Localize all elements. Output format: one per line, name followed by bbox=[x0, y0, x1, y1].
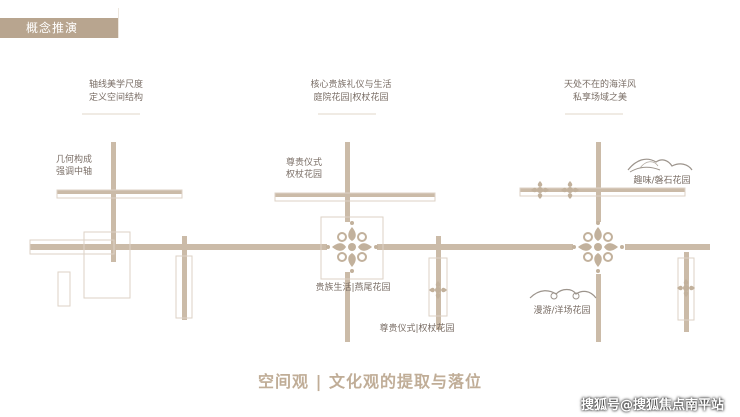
column-3-heading-line2: 私享场域之美 bbox=[572, 93, 627, 103]
noble-life-label: 贵族生活|燕尾花园 bbox=[315, 283, 391, 293]
header-band bbox=[0, 18, 118, 38]
fun-rock-label: 趣味/磐石花园 bbox=[633, 176, 691, 186]
ceremony-label-line1: 尊贵仪式 bbox=[285, 158, 322, 168]
watermark: 搜狐号@搜狐焦点南平站 bbox=[580, 398, 724, 413]
column-2-heading-line2: 庭院花园|权杖花园 bbox=[313, 93, 389, 103]
roam-label: 漫游/洋场花园 bbox=[533, 306, 591, 316]
dignified-label: 尊贵仪式|权杖花园 bbox=[379, 324, 455, 334]
page-title: 概念推演 bbox=[26, 21, 79, 35]
column-1-heading-line1: 轴线美学尺度 bbox=[88, 80, 143, 90]
diagram-caption: 空间观 | 文化观的提取与落位 bbox=[258, 372, 482, 391]
column-3-heading-line1: 天处不在的海洋风 bbox=[563, 80, 636, 90]
column-2-motif bbox=[274, 142, 448, 342]
geometry-label-line2: 强调中轴 bbox=[55, 167, 92, 177]
column-1-motif bbox=[29, 142, 193, 320]
header-divider bbox=[118, 8, 119, 38]
geometry-label-line1: 几何构成 bbox=[55, 155, 92, 165]
column-1-heading-line2: 定义空间结构 bbox=[88, 93, 143, 103]
column-2-heading-line1: 核心贵族礼仪与生活 bbox=[310, 80, 392, 90]
ceremony-label-line2: 权杖花园 bbox=[285, 170, 322, 180]
column-3-motif bbox=[519, 142, 695, 342]
